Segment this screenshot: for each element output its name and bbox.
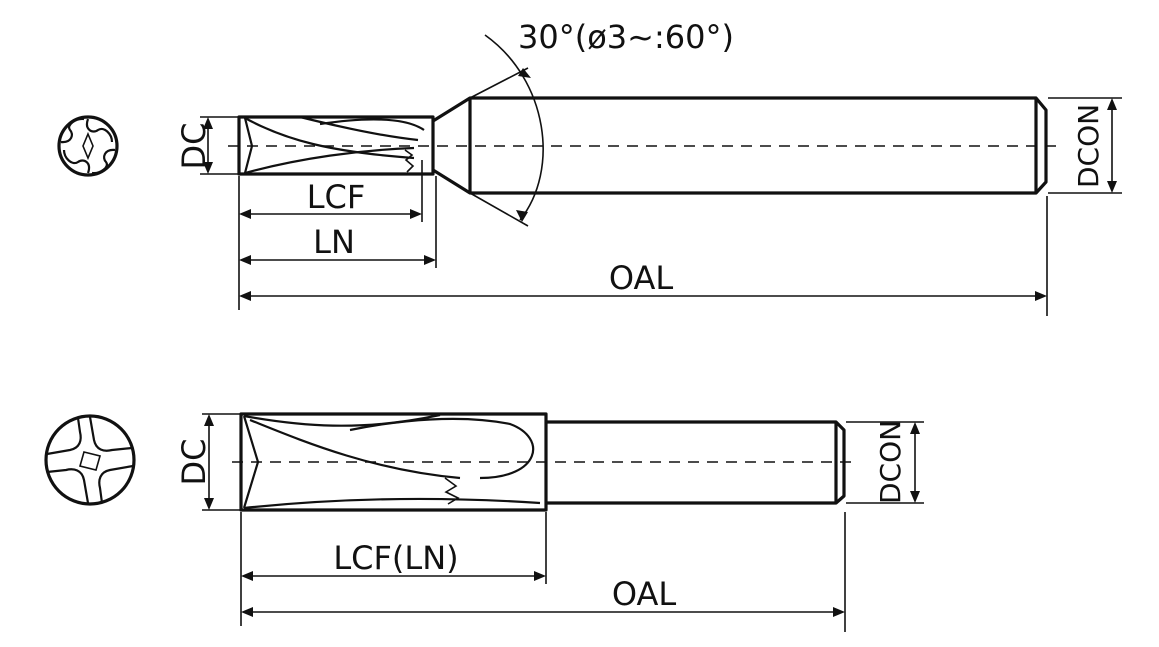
bottom-dc-dimension: DC (175, 413, 241, 511)
bottom-dcon-label: DCON (874, 420, 907, 504)
top-view: 30°(ø3~:60°) DC LCF LN (57, 18, 1122, 316)
top-dc-label: DC (175, 123, 213, 170)
top-dc-dimension: DC (175, 116, 239, 175)
bottom-tool-body (239, 412, 846, 512)
bottom-lcf-dimension: LCF(LN) (240, 512, 547, 626)
angle-dimension: 30°(ø3~:60°) (469, 18, 734, 227)
top-oal-dimension: OAL (239, 196, 1048, 316)
bottom-view: DC LCF(LN) OAL DCON (44, 412, 924, 632)
angle-label: 30°(ø3~:60°) (518, 18, 734, 56)
bottom-dc-label: DC (175, 439, 213, 486)
top-oal-label: OAL (609, 259, 674, 297)
lcf-dimension: LCF (238, 160, 423, 310)
top-end-view (57, 115, 119, 177)
bottom-dcon-dimension: DCON (846, 420, 924, 504)
top-dcon-label: DCON (1072, 104, 1105, 188)
bottom-oal-label: OAL (612, 575, 677, 613)
top-dcon-dimension: DCON (1048, 97, 1122, 194)
bottom-end-view (44, 414, 136, 506)
bottom-oal-dimension: OAL (241, 512, 846, 632)
top-tool-body (237, 96, 1048, 195)
lcf-label: LCF (307, 178, 366, 216)
ln-label: LN (313, 223, 355, 261)
ln-dimension: LN (239, 176, 437, 268)
bottom-lcf-label: LCF(LN) (333, 539, 458, 577)
